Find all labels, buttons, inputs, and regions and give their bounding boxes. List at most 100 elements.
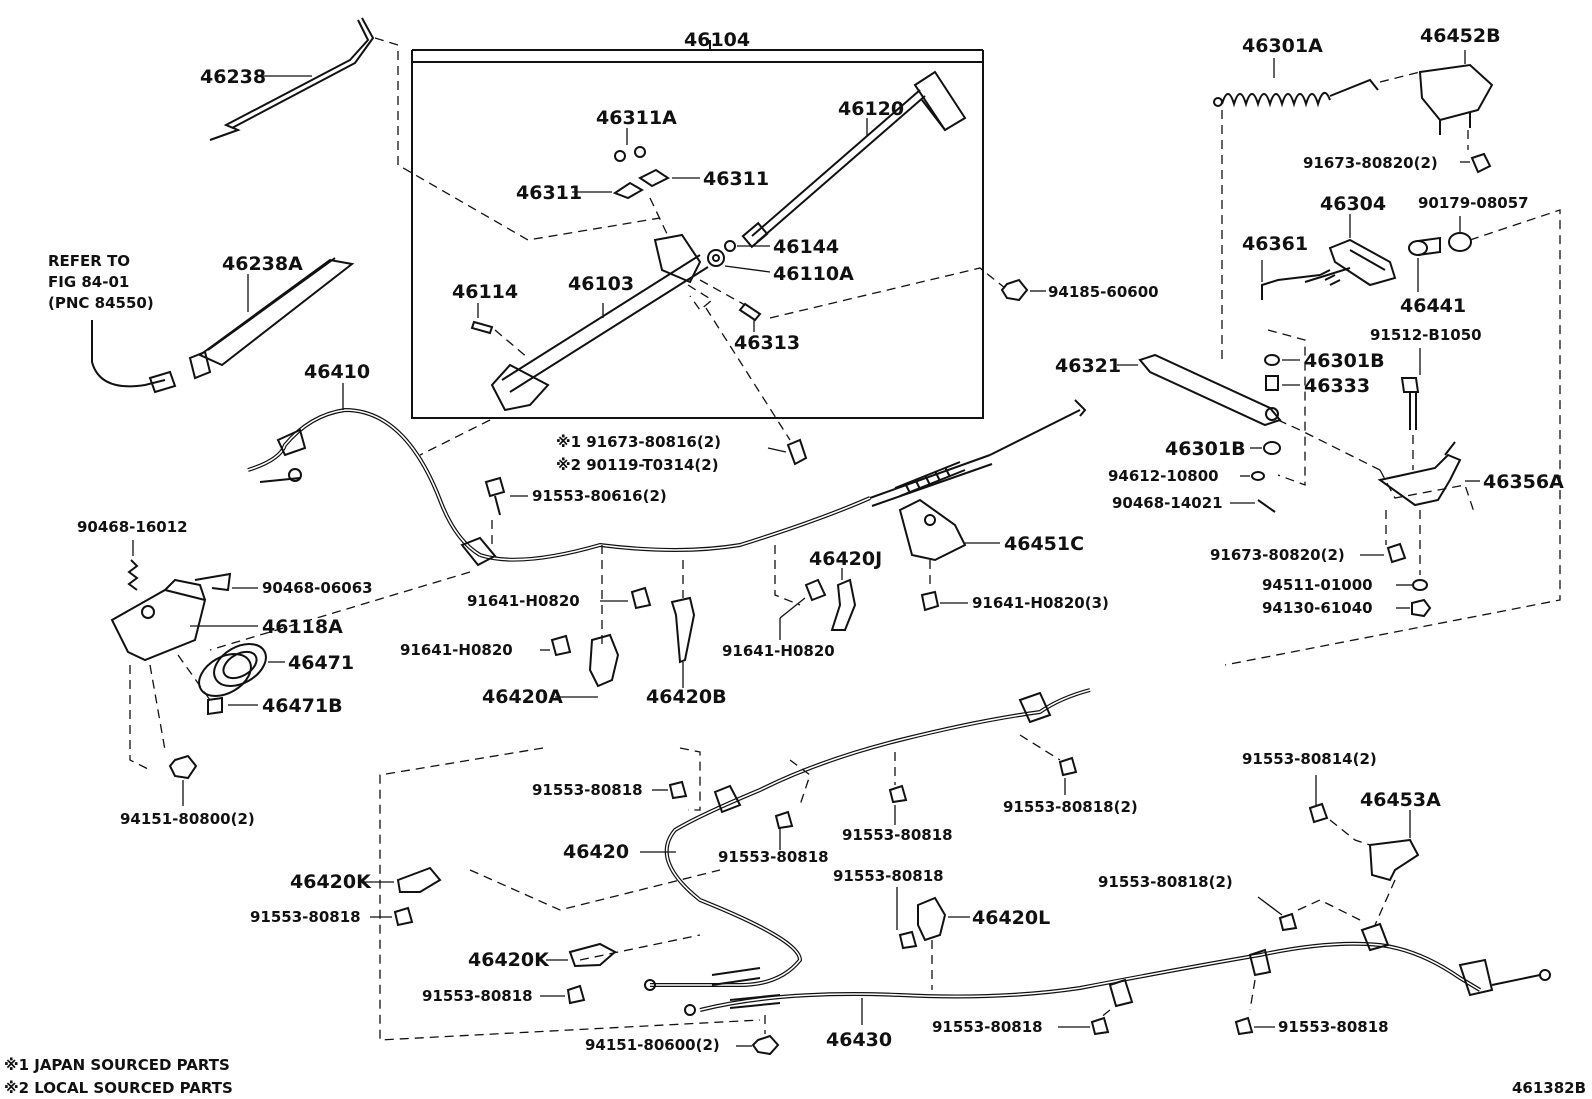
label-46410: 46410 [304, 361, 370, 383]
label-46420k-a: 46420K [290, 871, 372, 893]
label-46420b: 46420B [646, 686, 727, 708]
bolt-91553-80818-c [888, 784, 908, 804]
bracket-46452b [1418, 63, 1494, 135]
bolt-91673-80820-top [1470, 152, 1492, 174]
bracket-46420j [830, 578, 857, 631]
pulley-46471 [198, 643, 267, 697]
label-91553-80818-b: 91553-80818 [718, 848, 829, 866]
lever-46103 [490, 233, 709, 412]
clip-46420k-b [568, 942, 617, 968]
label-91553-80818-a: 91553-80818 [532, 781, 643, 799]
bolt-91553-80818-2a [1058, 756, 1078, 777]
label-91553-80818-e: 91553-80818 [833, 867, 944, 885]
bolt-91553-80814 [1308, 802, 1329, 824]
clip-rear-mid [1248, 948, 1272, 977]
part-46304 [1328, 238, 1397, 287]
bolt-91512-b1050 [1400, 377, 1420, 430]
label-46301b-bot: 46301B [1165, 438, 1246, 460]
nut-94151-80800 [168, 754, 198, 780]
refer-cable [91, 320, 166, 388]
label-46118a: 46118A [262, 616, 343, 638]
label-91673-80820-top: 91673-80820(2) [1303, 154, 1438, 172]
label-91553-80818-c: 91553-80818 [842, 826, 953, 844]
pin-90468-14021 [1257, 499, 1276, 513]
label-note2-part: ※2 90119-T0314(2) [556, 456, 719, 474]
bolt-91553-80818-g [1090, 1016, 1110, 1036]
nut-90179-08057 [1448, 232, 1472, 252]
label-94612-10800: 94612-10800 [1108, 467, 1219, 485]
label-90468-14021: 90468-14021 [1112, 494, 1223, 512]
label-46471: 46471 [288, 652, 354, 674]
label-46311a: 46311A [596, 107, 677, 129]
label-46114: 46114 [452, 281, 518, 303]
footnote-japan-sourced: ※1 JAPAN SOURCED PARTS [4, 1056, 230, 1074]
bolt-91553-80818-f [566, 984, 586, 1005]
bolt-note-parts [786, 438, 808, 466]
label-94185-60600: 94185-60600 [1048, 283, 1159, 301]
pin-46471b [207, 696, 223, 716]
bracket-46420b [670, 596, 696, 664]
label-90468-06063: 90468-06063 [262, 579, 373, 597]
cable-46420 [644, 688, 1091, 991]
label-46356a: 46356A [1483, 471, 1564, 493]
washer-46301b-bot [1263, 441, 1281, 455]
label-46471b: 46471B [262, 695, 343, 717]
label-46301a: 46301A [1242, 35, 1323, 57]
label-refer-pnc: (PNC 84550) [48, 294, 154, 312]
clip-rear-right [1360, 922, 1390, 952]
label-91641-h0820-c: 91641-H0820 [400, 641, 513, 659]
bolt-91553-80818-2b [1278, 912, 1298, 932]
clip-90468-06063 [194, 572, 232, 592]
cable-46430 [684, 941, 1551, 1016]
part-46313 [738, 302, 762, 322]
label-46311-left: 46311 [516, 182, 582, 204]
label-91553-80818-2a: 91553-80818(2) [1003, 798, 1138, 816]
label-90179-08057: 90179-08057 [1418, 194, 1529, 212]
bolt-91641-h0820-a [804, 578, 827, 602]
label-46238a: 46238A [222, 253, 303, 275]
part-46114 [470, 320, 494, 335]
bushing-46441 [1408, 236, 1441, 256]
cable-46410 [247, 407, 482, 557]
nut-94185-60600 [1000, 278, 1029, 302]
label-91553-80818-f: 91553-80818 [422, 987, 533, 1005]
nut-94130-61040 [1411, 598, 1432, 618]
label-91553-80818-g: 91553-80818 [932, 1018, 1043, 1036]
part-46361 [1261, 267, 1351, 300]
label-note1-part: ※1 91673-80816(2) [556, 433, 721, 451]
label-91641-h0820-b: 91641-H0820 [467, 592, 580, 610]
label-94151-80800: 94151-80800(2) [120, 810, 255, 828]
part-46110a [707, 249, 725, 267]
bolt-91553-80818-a [668, 780, 688, 800]
nut-94151-80600 [751, 1034, 780, 1056]
handle-46120 [741, 70, 967, 249]
label-46304: 46304 [1320, 193, 1386, 215]
label-refer-to: REFER TO [48, 252, 130, 270]
washer-94612-10800 [1251, 471, 1265, 481]
spring-46301a [1213, 78, 1379, 108]
label-46420j: 46420J [809, 548, 882, 570]
bracket-46453a [1368, 838, 1420, 882]
label-91553-80818-2b: 91553-80818(2) [1098, 873, 1233, 891]
label-46110a: 46110A [773, 263, 854, 285]
label-46441: 46441 [1400, 295, 1466, 317]
label-46144: 46144 [773, 236, 839, 258]
bolt-91553-80818-d [393, 906, 414, 927]
label-46420l: 46420L [972, 907, 1050, 929]
label-91553-80814: 91553-80814(2) [1242, 750, 1377, 768]
label-46103: 46103 [568, 273, 634, 295]
bracket-46420l [917, 896, 947, 942]
lever-46321 [1138, 353, 1282, 427]
part-46144 [724, 240, 736, 252]
label-46451c: 46451C [1004, 533, 1084, 555]
figure-number: 461382B [1512, 1079, 1586, 1097]
label-91512-b1050: 91512-B1050 [1370, 326, 1482, 344]
label-91553-80818-d: 91553-80818 [250, 908, 361, 926]
label-91641-h0820-a: 91641-H0820 [722, 642, 835, 660]
bolt-91553-80616 [484, 476, 506, 516]
rod-46238 [209, 17, 375, 141]
bracket-46118a [110, 578, 207, 662]
label-90468-16012: 90468-16012 [77, 518, 188, 536]
label-46453a: 46453A [1360, 789, 1441, 811]
label-91673-80820-mid: 91673-80820(2) [1210, 546, 1345, 564]
